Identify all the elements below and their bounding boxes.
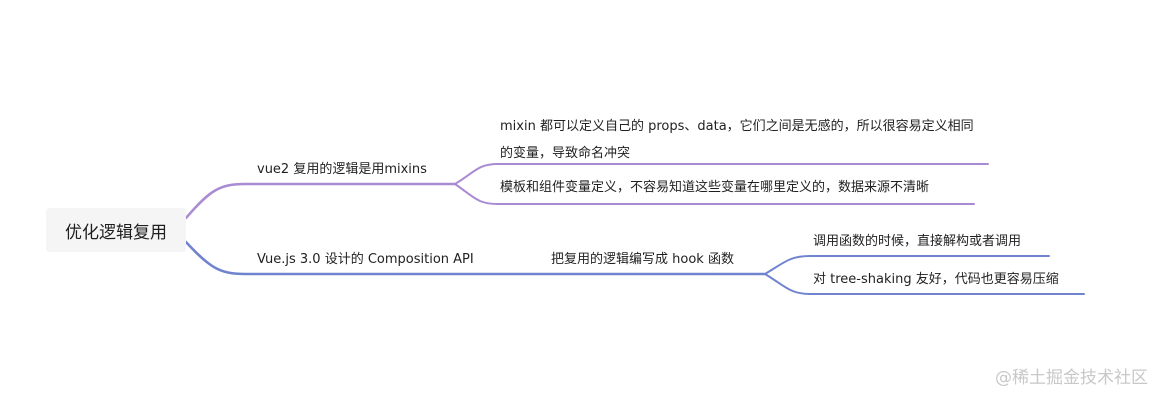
node-destructure-or-call[interactable]: 调用函数的时候，直接解构或者调用 [813,234,1022,249]
branch-vue2-mixins[interactable]: vue2 复用的逻辑是用mixins [257,162,427,177]
node-hook-functions[interactable]: 把复用的逻辑编写成 hook 函数 [551,252,734,267]
connector-root-vue3 [184,240,767,276]
connector-hook-child2 [764,273,1085,295]
connector-vue2-child1 [454,163,989,185]
branch-composition-api[interactable]: Vue.js 3.0 设计的 Composition API [257,252,474,267]
node-unclear-data-source[interactable]: 模板和组件变量定义，不容易知道这些变量在哪里定义的，数据来源不清晰 [500,180,930,195]
node-tree-shaking-friendly[interactable]: 对 tree-shaking 友好，代码也更容易压缩 [813,272,1059,287]
root-topic[interactable]: 优化逻辑复用 [46,208,186,252]
connector-vue2-child2 [454,183,975,205]
node-mixin-naming-conflict[interactable]: mixin 都可以定义自己的 props、data，它们之间是无感的，所以很容易… [500,119,974,161]
connector-root-vue2 [184,182,457,220]
connector-hook-child1 [764,255,1050,275]
watermark: @稀土掘金技术社区 [995,368,1148,388]
